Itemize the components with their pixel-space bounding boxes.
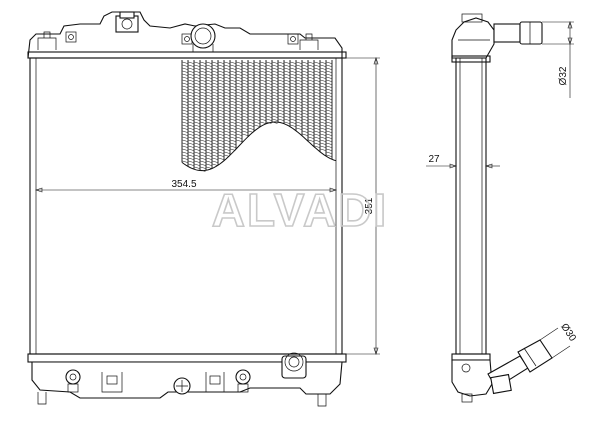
watermark: ALVADI [212, 184, 388, 236]
core-fin-pattern [181, 60, 337, 172]
bracket-right [205, 372, 225, 393]
bottom-mount-left [37, 392, 47, 405]
width-label: 354.5 [171, 179, 196, 190]
side-core [455, 57, 487, 355]
depth-label: 27 [428, 154, 440, 165]
side-inlet-pipe [493, 21, 543, 45]
upper-hose-inlet [190, 23, 216, 52]
outlet-diameter-label: Ø30 [558, 322, 578, 344]
depth-dimension: 27 [426, 154, 500, 169]
top-mount-left [37, 31, 57, 50]
top-mount-right [299, 33, 319, 50]
top-tank [27, 11, 343, 59]
side-outlet-pipe [487, 339, 553, 395]
tank-boss-3 [287, 33, 299, 45]
sensor-port [235, 369, 251, 393]
inlet-diameter-label: Ø32 [558, 66, 569, 85]
drain-cock [173, 377, 191, 395]
filler-neck [115, 11, 139, 33]
bottom-mount-right [317, 394, 327, 407]
width-dimension: 354.5 [35, 179, 337, 193]
tank-boss-1 [65, 31, 77, 43]
side-bottom-tank [451, 359, 493, 397]
bracket-left [101, 372, 123, 393]
side-top-tank [451, 17, 495, 59]
drain-plug-left [65, 369, 81, 393]
lower-hose-outlet [281, 352, 307, 379]
side-view: Ø32 27 Ø30 [426, 13, 578, 403]
inlet-diameter-dimension: Ø32 [542, 21, 574, 98]
front-view: 354.5 351 [27, 11, 380, 407]
height-dimension: 351 [336, 57, 380, 355]
height-label: 351 [364, 197, 375, 214]
